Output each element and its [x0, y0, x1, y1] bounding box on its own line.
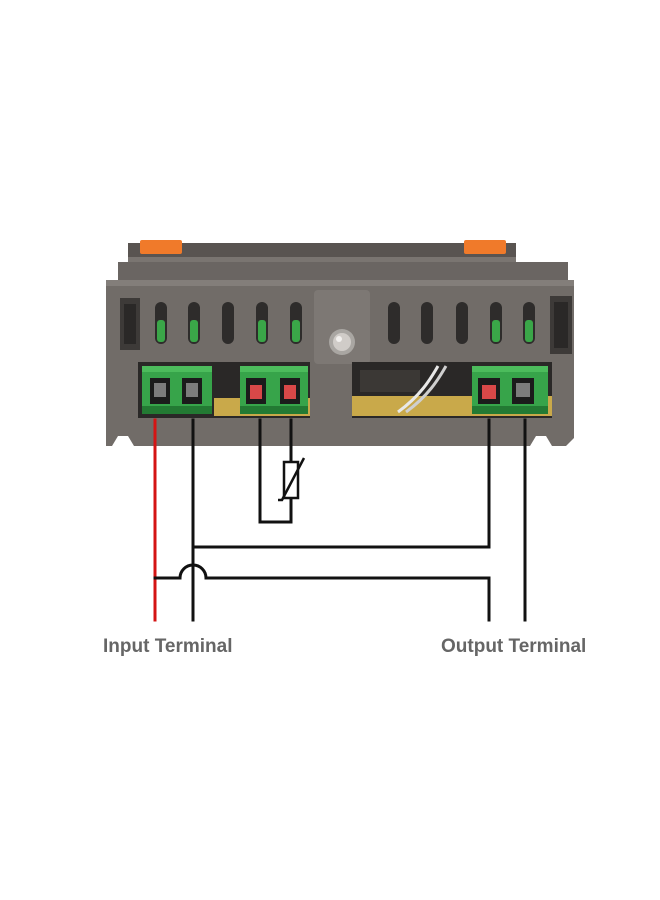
- wire-jump-icon: [153, 563, 491, 622]
- output-terminal-label: Output Terminal: [441, 636, 587, 657]
- terminal-block-input: [142, 366, 212, 414]
- ntc-thermistor-icon: [278, 457, 306, 502]
- output-return-wire: [191, 418, 491, 549]
- latch-left: [140, 240, 182, 254]
- terminal-block-output: [472, 366, 548, 414]
- wiring: [153, 418, 527, 622]
- vent-slots: [155, 302, 535, 344]
- terminal-block-sensor: [240, 366, 308, 414]
- latch-right: [464, 240, 506, 254]
- input-terminal-label: Input Terminal: [103, 636, 233, 657]
- mounting-rail: [118, 240, 568, 280]
